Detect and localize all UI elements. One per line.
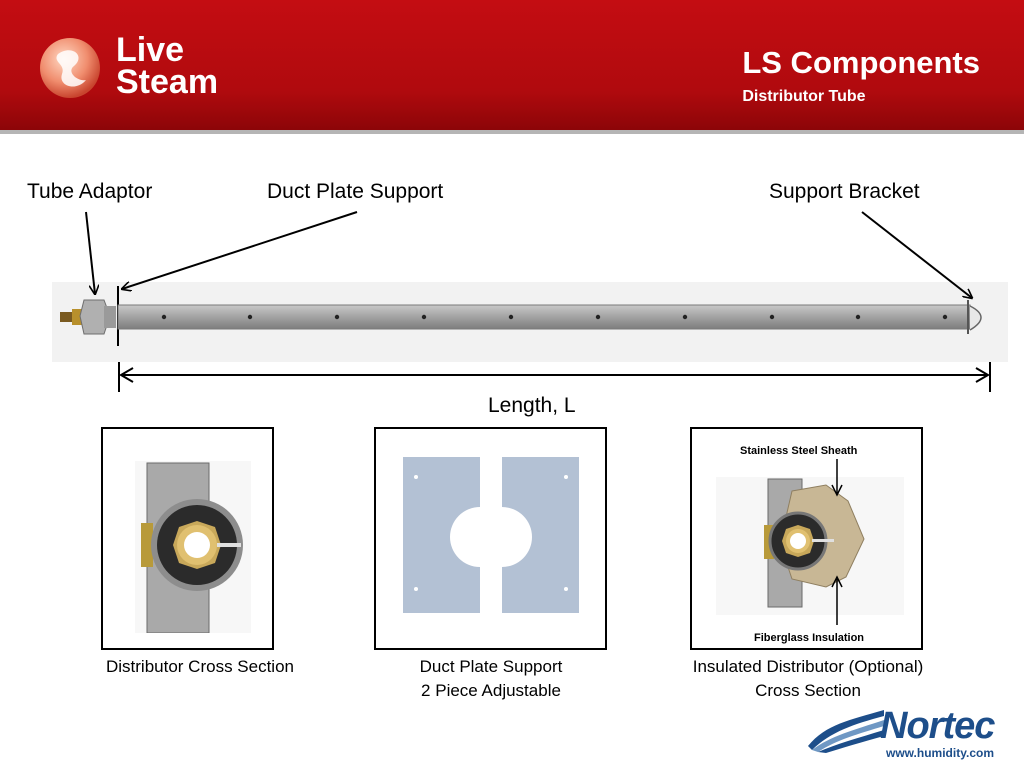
stainless-sheath-label: Stainless Steel Sheath: [740, 445, 858, 457]
tube-body: [117, 304, 971, 330]
tube-adaptor-label: Tube Adaptor: [27, 180, 153, 203]
duct-plate-caption-line2: 2 Piece Adjustable: [421, 681, 561, 700]
insulated-panel: Stainless Steel Sheath Fiberglass Insula…: [690, 427, 923, 650]
tube-adaptor: [60, 299, 116, 335]
duct-plate-caption-line1: Duct Plate Support: [419, 657, 563, 676]
support-bracket-arrow: [861, 211, 972, 298]
duct-plate-illustration: [403, 457, 579, 613]
duct-plate-support-label: Duct Plate Support: [267, 180, 444, 203]
header-banner: Live Steam LS Components Distributor Tub…: [0, 0, 1024, 134]
insulated-callout-arrows: [831, 459, 843, 625]
duct-plate-caption: Duct Plate Support 2 Piece Adjustable: [386, 655, 596, 703]
tube-adaptor-arrow: [85, 211, 95, 294]
length-dimension: [118, 362, 991, 392]
fiberglass-label: Fiberglass Insulation: [754, 632, 865, 644]
tube-orifices: [161, 314, 948, 320]
duct-plate-arrow: [122, 211, 358, 289]
nortec-logo: Nortec www.humidity.com: [806, 704, 1016, 764]
brand-name: Live Steam: [116, 31, 219, 101]
page-subtitle: Distributor Tube: [742, 88, 866, 105]
cross-section-caption: Distributor Cross Section: [95, 655, 305, 679]
live-steam-logo-icon: [40, 38, 100, 98]
brand-line1: Live: [116, 31, 185, 69]
length-label: Length, L: [488, 394, 576, 417]
page-title: LS Components: [742, 45, 980, 80]
support-bracket: [967, 300, 982, 334]
nortec-wave-icon: [808, 710, 884, 753]
cross-section-panel: [101, 427, 274, 650]
cross-section-caption-line1: Distributor Cross Section: [105, 657, 294, 676]
distributor-tube-diagram: [52, 211, 1008, 392]
insulated-illustration: [716, 477, 904, 615]
title-block: LS Components Distributor Tube: [742, 44, 980, 106]
insulated-caption-line1: Insulated Distributor (Optional): [692, 657, 924, 676]
support-bracket-label: Support Bracket: [769, 180, 920, 203]
brand-line2: Steam: [116, 63, 219, 101]
insulated-caption-line2: Cross Section: [755, 681, 861, 700]
duct-plate-panel: [374, 427, 607, 650]
nortec-wordmark: Nortec: [880, 705, 995, 747]
cross-section-illustration: [135, 461, 251, 633]
nortec-website[interactable]: www.humidity.com: [886, 746, 995, 760]
insulated-caption: Insulated Distributor (Optional) Cross S…: [672, 655, 944, 703]
